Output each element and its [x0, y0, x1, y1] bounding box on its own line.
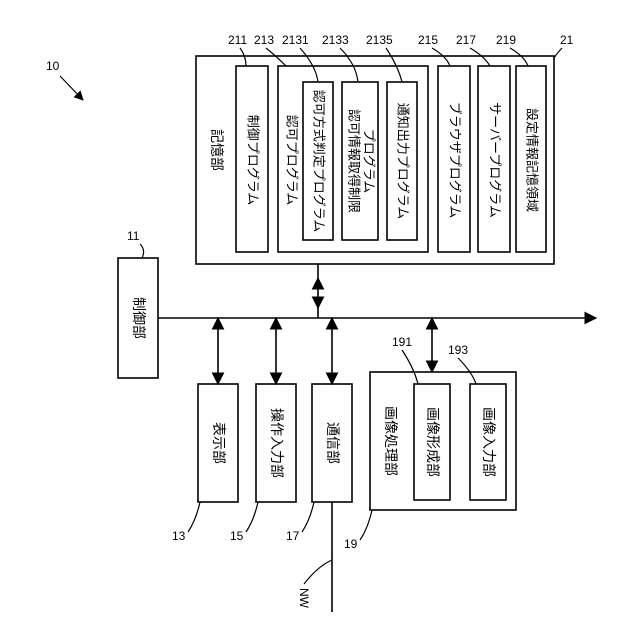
- display-unit-leader: [188, 502, 200, 532]
- image-processing-label: 画像処理部: [382, 406, 398, 476]
- browser-program-ref: 215: [418, 33, 438, 47]
- auth-info-acquisition-label-line1: 認可情報取得制限: [346, 109, 362, 213]
- communication-unit-ref: 17: [286, 529, 300, 543]
- storage-unit-label: 記憶部: [208, 129, 225, 171]
- communication-unit-label: 通信部: [324, 422, 340, 464]
- control-unit-leader: [140, 244, 144, 258]
- image-forming-ref: 191: [392, 335, 412, 349]
- display-unit-label: 表示部: [210, 422, 226, 464]
- control-unit-ref: 11: [127, 229, 140, 243]
- operation-input-ref: 15: [230, 529, 244, 543]
- server-program-ref: 217: [456, 33, 476, 47]
- control-program-label: 制御プログラム: [245, 115, 260, 206]
- auth-info-acquisition-ref: 2133: [322, 33, 349, 47]
- network-label: NW: [297, 588, 311, 609]
- browser-program-label: ブラウザプログラム: [447, 102, 463, 219]
- image-input-ref: 193: [448, 343, 468, 357]
- notification-output-label: 通知出力プログラム: [395, 103, 411, 220]
- authorization-program-label: 認可プログラム: [284, 115, 300, 206]
- display-unit-ref: 13: [172, 529, 186, 543]
- figure-ref-arrow: [60, 76, 83, 100]
- settings-storage-ref: 219: [496, 33, 516, 47]
- authorization-program-ref: 213: [254, 33, 274, 47]
- operation-input-leader: [246, 502, 258, 532]
- figure-ref-label: 10: [46, 59, 60, 73]
- auth-method-judgment-ref: 2131: [282, 33, 309, 47]
- auth-info-acquisition-label-line2: プログラム: [361, 129, 376, 194]
- image-input-label: 画像入力部: [480, 407, 496, 477]
- communication-unit-leader: [302, 502, 314, 532]
- image-processing-ref: 19: [344, 537, 358, 551]
- control-program-ref: 211: [228, 33, 247, 47]
- auth-method-judgment-label: 認可方式判定プログラム: [311, 90, 327, 233]
- storage-unit-leader: [554, 48, 562, 58]
- control-unit-label: 制御部: [130, 297, 146, 339]
- network-leader: [304, 560, 332, 584]
- storage-unit-ref: 21: [560, 33, 574, 47]
- notification-output-ref: 2135: [366, 33, 393, 47]
- image-forming-label: 画像形成部: [424, 407, 440, 477]
- image-processing-leader: [360, 510, 372, 540]
- settings-storage-label: 設定情報記憶領域: [524, 108, 540, 212]
- server-program-label: サーバープログラム: [487, 102, 502, 218]
- operation-input-label: 操作入力部: [268, 408, 284, 478]
